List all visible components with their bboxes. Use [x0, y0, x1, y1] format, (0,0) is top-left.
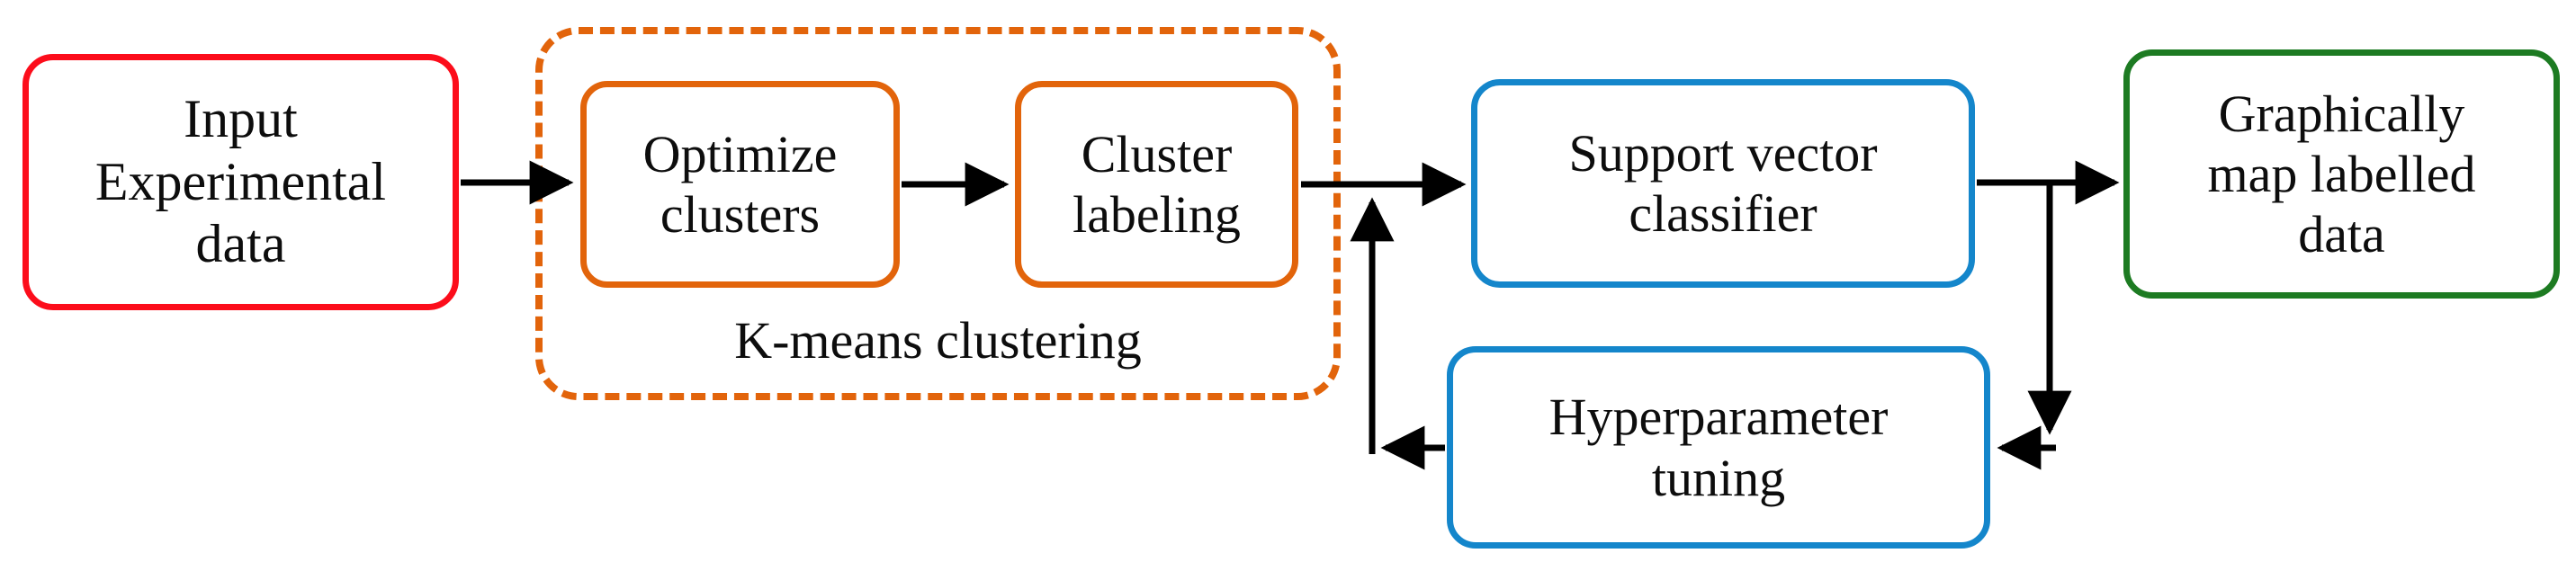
group-kmeans-clustering: [535, 27, 1341, 400]
node-graphical-map-label: Graphically map labelled data: [2207, 84, 2476, 264]
node-graphically-map-labelled-data[interactable]: Graphically map labelled data: [2123, 49, 2560, 299]
node-hyperparameter-label: Hyperparameter tuning: [1548, 388, 1889, 507]
group-kmeans-clustering-label: K-means clustering: [734, 311, 1142, 370]
node-cluster-labeling-label: Cluster labeling: [1073, 124, 1241, 244]
node-svc-label: Support vector classifier: [1568, 123, 1878, 243]
edge-hyperparameter-to-svc: [1350, 197, 1445, 470]
node-cluster-labeling[interactable]: Cluster labeling: [1015, 81, 1298, 288]
node-input-label: Input Experimental data: [94, 89, 387, 274]
node-optimize-label: Optimize clusters: [642, 124, 838, 244]
node-input-experimental-data[interactable]: Input Experimental data: [22, 54, 459, 310]
node-support-vector-classifier[interactable]: Support vector classifier: [1471, 79, 1975, 288]
edge-svc-to-hyperparameter: [1997, 183, 2072, 470]
node-optimize-clusters[interactable]: Optimize clusters: [580, 81, 900, 288]
node-hyperparameter-tuning[interactable]: Hyperparameter tuning: [1447, 346, 1990, 549]
